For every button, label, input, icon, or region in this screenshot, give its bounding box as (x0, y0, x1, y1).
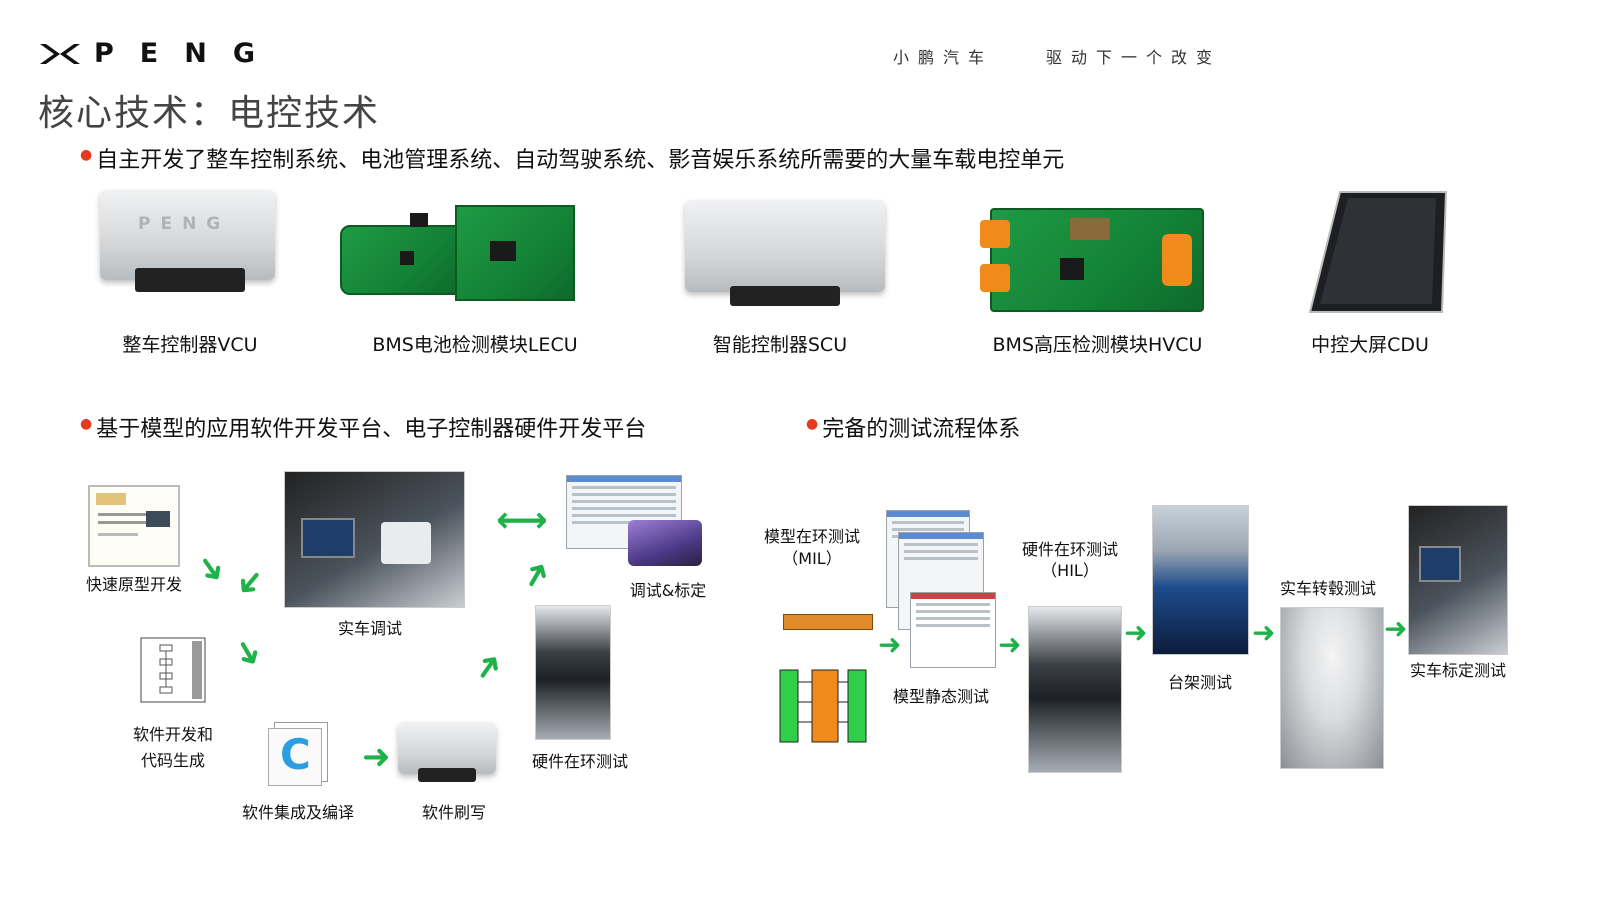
label-vehicle-cal: 实车标定测试 (1409, 661, 1506, 680)
label-vehicle-debug: 实车调试 (337, 619, 402, 638)
label-dyno: 实车转毂测试 (1279, 579, 1376, 598)
mil-model-diagram (779, 669, 867, 743)
bullet-section-ecu: ●自主开发了整车控制系统、电池管理系统、自动驾驶系统、影音娱乐系统所需要的大量车… (80, 142, 1064, 174)
caption-lecu: BMS电池检测模块LECU (372, 334, 578, 356)
arrow-icon: ➜ (463, 643, 513, 691)
label-hil-test-2: （HIL） (1041, 561, 1099, 580)
label-code-gen-2: 代码生成 (140, 751, 205, 770)
label-mil-2: （MIL） (782, 549, 842, 568)
hvcu-pcb-image (980, 208, 1205, 312)
arrow-icon: ➜ (223, 630, 273, 676)
vcu-ecu-image: PENG (100, 190, 275, 300)
arrow-icon: ➜ (1252, 616, 1276, 649)
arrow-icon: ➜ (998, 628, 1022, 661)
rapid-proto-image (88, 485, 180, 567)
bullet-text: 自主开发了整车控制系统、电池管理系统、自动驾驶系统、影音娱乐系统所需要的大量车载… (96, 148, 1065, 173)
caption-vcu: 整车控制器VCU (122, 334, 258, 356)
arrow-icon: ➜ (1384, 612, 1408, 645)
bullet-section-platform: ●基于模型的应用软件开发平台、电子控制器硬件开发平台 (80, 411, 646, 443)
bullet-dot-icon: ● (806, 416, 819, 432)
cdu-screen-image (1308, 191, 1448, 313)
slogan-brand: 小鹏汽车 (893, 48, 994, 67)
calibration-device-image (628, 520, 702, 566)
hil-test-photo (1028, 606, 1122, 773)
vehicle-cal-photo (1408, 505, 1508, 655)
slogan-tagline: 驱动下一个改变 (1046, 48, 1222, 67)
arrow-icon: ➜ (511, 552, 561, 598)
label-static: 模型静态测试 (892, 687, 989, 706)
bench-test-photo (1152, 505, 1249, 655)
bullet-dot-icon: ● (80, 416, 93, 432)
label-integration: 软件集成及编译 (241, 803, 354, 822)
dyno-test-photo (1280, 607, 1384, 769)
label-hil: 硬件在环测试 (531, 752, 628, 771)
mil-model-header (783, 614, 873, 630)
label-mil-1: 模型在环测试 (763, 527, 860, 546)
flash-ecu-image (398, 722, 496, 784)
bullet-text: 完备的测试流程体系 (822, 417, 1021, 442)
scu-ecu-image (685, 200, 885, 310)
c-compiler-icon: C (268, 722, 328, 786)
brand-logo: PENG (40, 38, 281, 69)
xpeng-x-icon (40, 43, 80, 64)
arrow-icon: ➜ (1124, 616, 1148, 649)
vehicle-debug-photo (284, 471, 465, 608)
code-gen-diagram (140, 637, 206, 703)
caption-hvcu: BMS高压检测模块HVCU (992, 334, 1203, 356)
label-flashing: 软件刷写 (421, 803, 486, 822)
bms-pcb-image (340, 205, 575, 301)
label-code-gen-1: 软件开发和 (132, 725, 213, 744)
label-hil-test-1: 硬件在环测试 (1021, 540, 1118, 559)
bullet-dot-icon: ● (80, 147, 93, 163)
hil-rig-photo (535, 605, 611, 740)
bullet-section-testing: ●完备的测试流程体系 (806, 411, 1020, 443)
bullet-text: 基于模型的应用软件开发平台、电子控制器硬件开发平台 (96, 417, 647, 442)
caption-scu: 智能控制器SCU (712, 334, 848, 356)
label-bench: 台架测试 (1167, 673, 1232, 692)
page-title: 核心技术：电控技术 (38, 93, 381, 134)
static-test-screen-3 (910, 592, 996, 668)
double-arrow-icon: ⟷ (496, 500, 548, 541)
caption-cdu: 中控大屏CDU (1311, 334, 1429, 356)
label-rapid-proto: 快速原型开发 (85, 575, 182, 594)
arrow-icon: ➜ (186, 545, 236, 593)
arrow-icon: ➜ (878, 628, 902, 661)
brand-wordmark: PENG (94, 38, 281, 69)
arrow-icon: ➜ (362, 737, 391, 777)
vcu-brand-mark: PENG (138, 214, 231, 234)
label-calibration: 调试&标定 (629, 581, 707, 600)
